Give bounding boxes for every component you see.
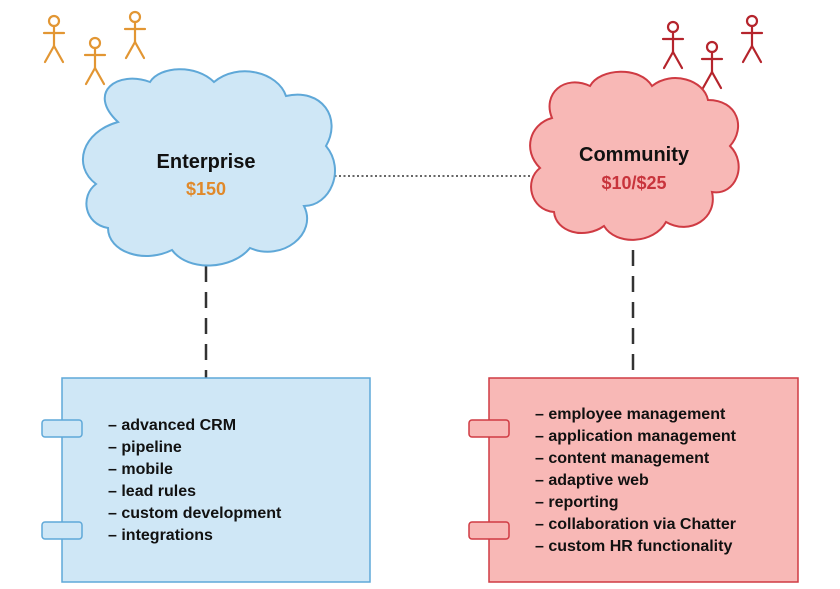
community-cloud-shape (529, 70, 740, 241)
enterprise-port-top (41, 419, 83, 438)
feature-item: – content management (535, 450, 710, 467)
enterprise-title: Enterprise (157, 151, 256, 173)
feature-item: – custom HR functionality (535, 538, 732, 555)
community-port-top (468, 419, 510, 438)
enterprise-port-bottom (41, 521, 83, 540)
enterprise-cloud-shape (81, 68, 336, 267)
feature-item: – pipeline (108, 439, 182, 456)
community-users-icon (661, 14, 764, 90)
community-component: – employee management – application manag… (468, 377, 799, 583)
community-port-bottom (468, 521, 510, 540)
feature-item: – lead rules (108, 483, 196, 500)
feature-item: – reporting (535, 494, 619, 511)
user-icon (83, 36, 107, 86)
feature-item: – custom development (108, 505, 282, 522)
user-icon (661, 20, 685, 70)
user-icon (123, 10, 147, 60)
enterprise-component-body (61, 377, 371, 583)
user-icon (42, 14, 66, 64)
community-title: Community (579, 144, 690, 166)
community-price: $10/$25 (601, 173, 666, 193)
user-icon (700, 40, 724, 90)
community-feature-list: – employee management – application manag… (535, 406, 737, 555)
enterprise-users-icon (42, 10, 147, 86)
enterprise-price: $150 (186, 179, 226, 199)
feature-item: – mobile (108, 461, 173, 478)
community-component-body (488, 377, 799, 583)
community-cloud: Community $10/$25 (529, 70, 740, 241)
user-icon (740, 14, 764, 64)
enterprise-component: – advanced CRM – pipeline – mobile – lead r… (41, 377, 371, 583)
feature-item: – employee management (535, 406, 726, 423)
feature-item: – integrations (108, 527, 213, 544)
feature-item: – application management (535, 428, 737, 445)
feature-item: – collaboration via Chatter (535, 516, 736, 533)
feature-item: – adaptive web (535, 472, 649, 489)
enterprise-cloud: Enterprise $150 (81, 68, 336, 267)
enterprise-feature-list: – advanced CRM – pipeline – mobile – lead r… (108, 417, 282, 544)
feature-item: – advanced CRM (108, 417, 236, 434)
